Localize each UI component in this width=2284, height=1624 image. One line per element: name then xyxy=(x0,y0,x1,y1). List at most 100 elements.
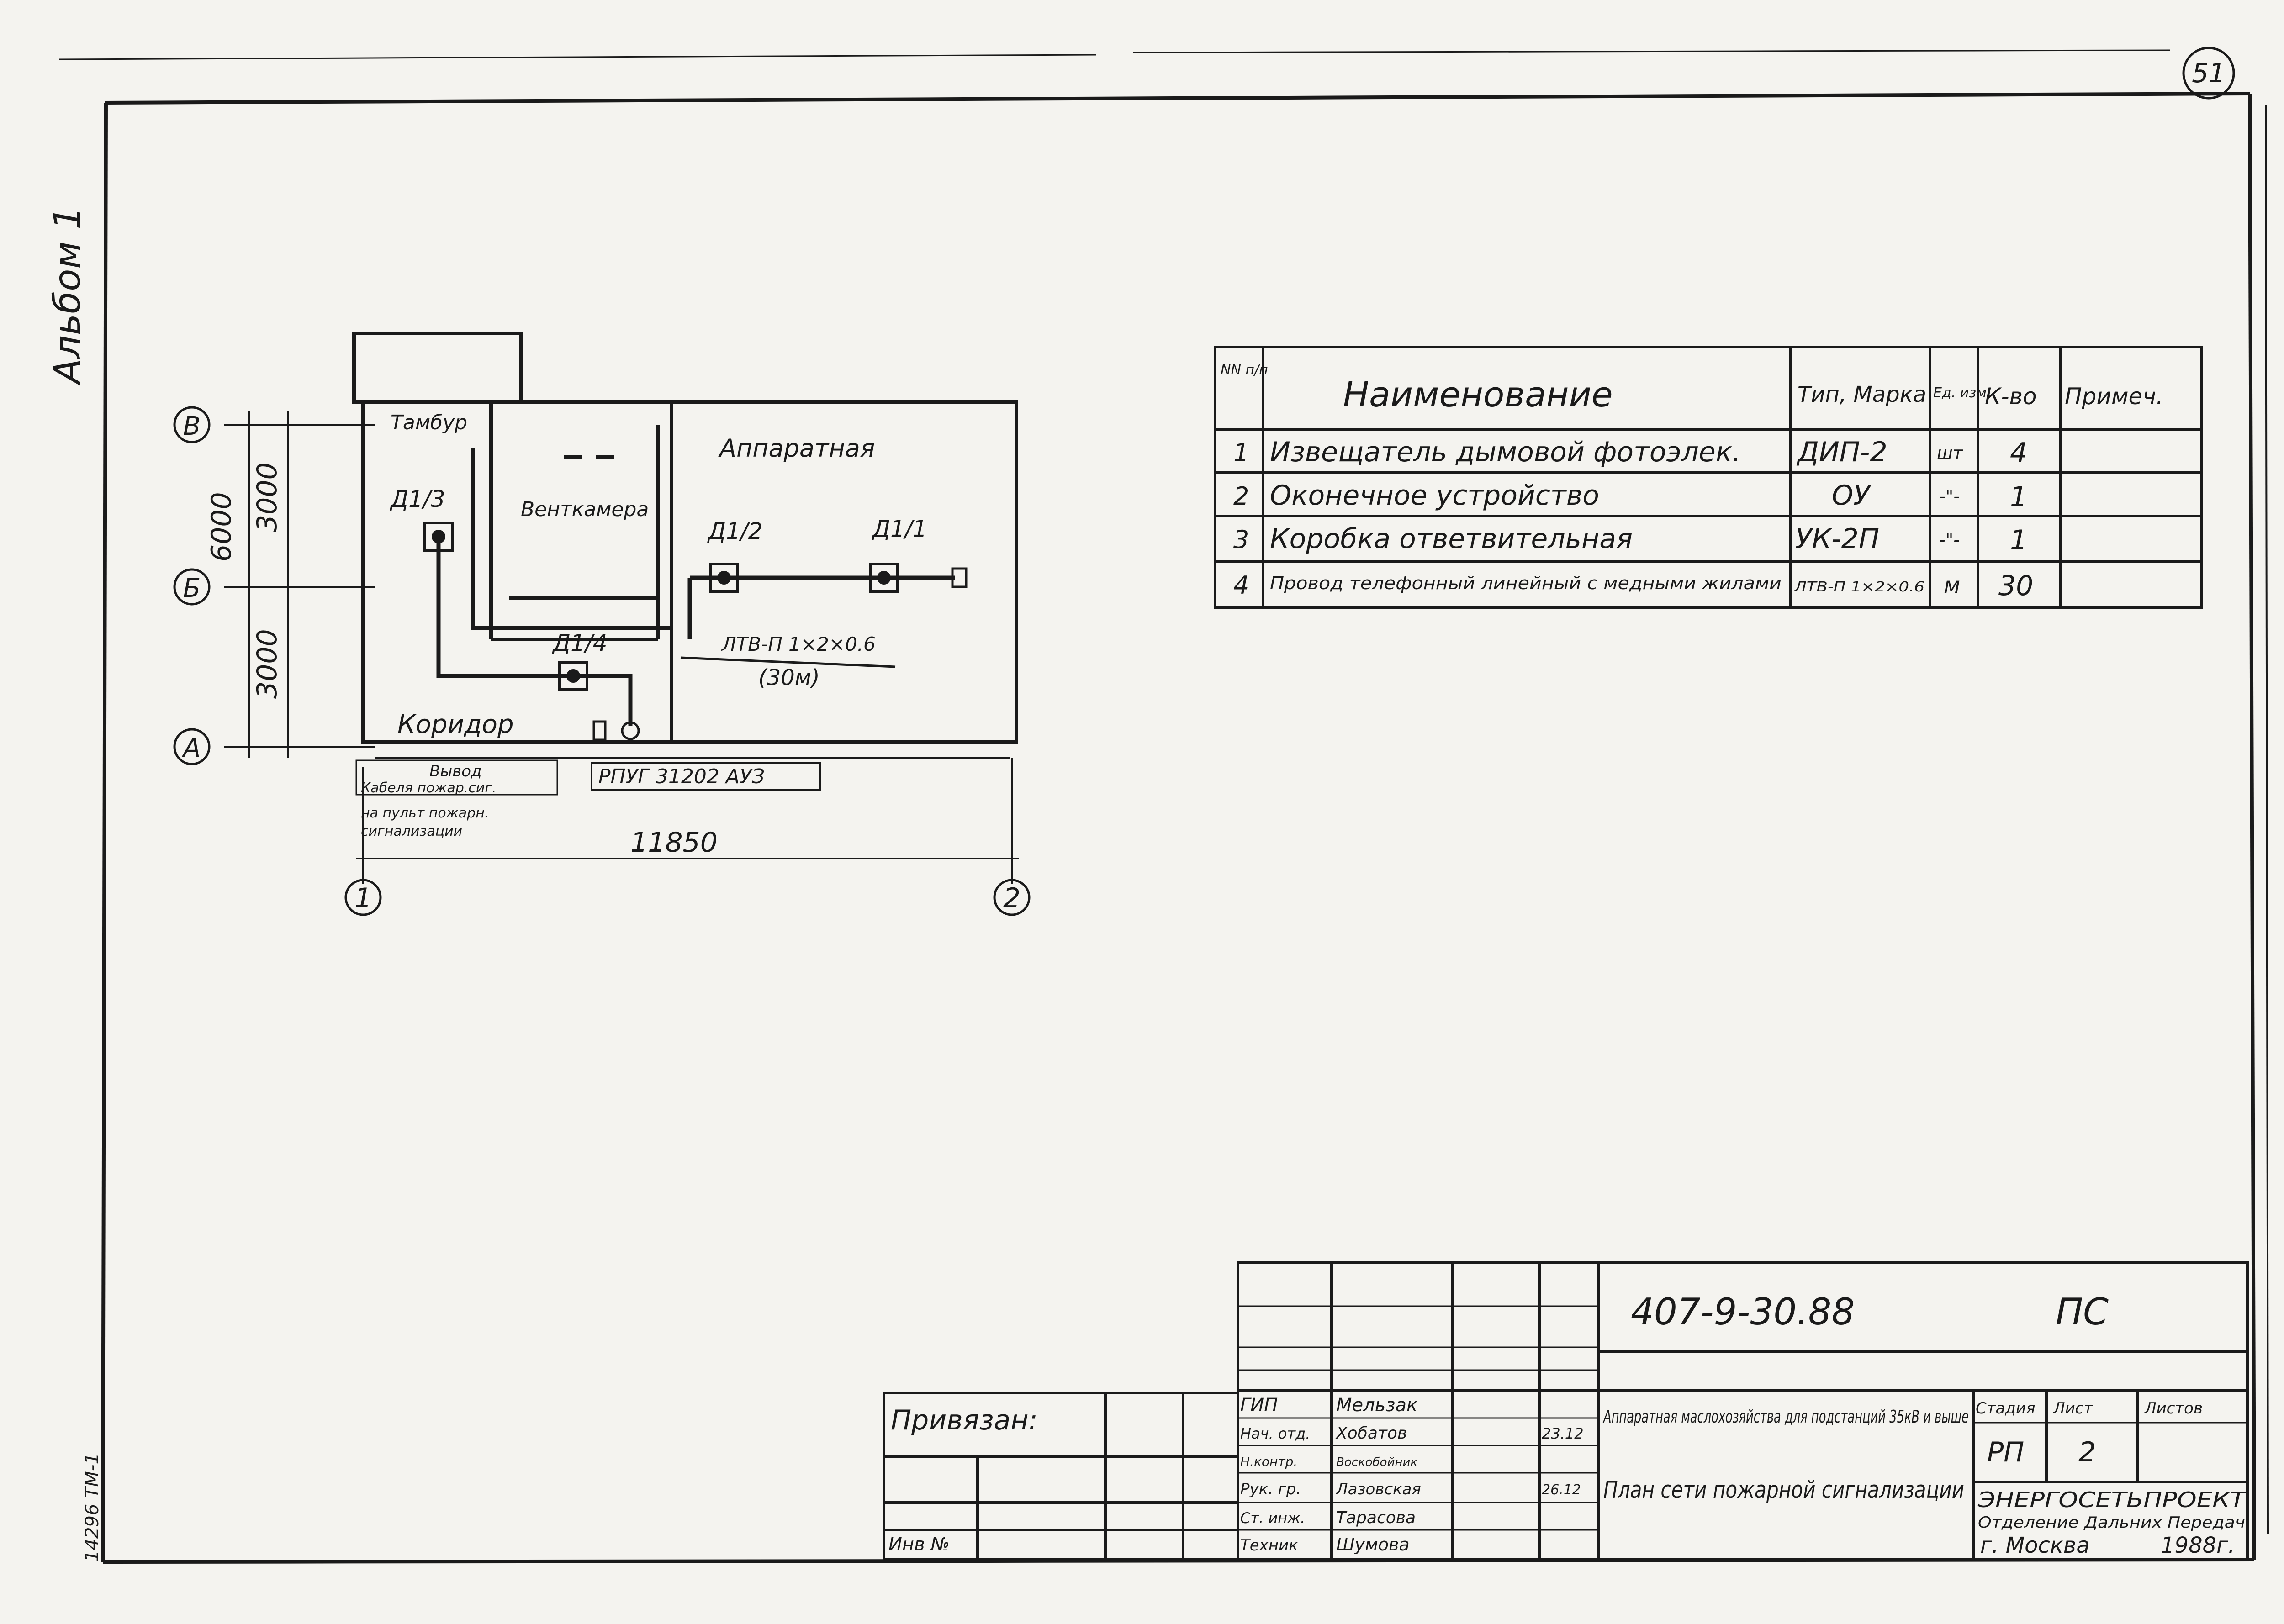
floor-plan xyxy=(173,332,1031,916)
col-name-header: Наименование xyxy=(1343,374,1613,415)
text-title-block-stage-value: РП xyxy=(1987,1436,2024,1468)
detector-label-d12: Д1/2 xyxy=(707,518,763,544)
dim-width: 11850 xyxy=(630,827,718,859)
row2-num: 2 xyxy=(1233,482,1249,511)
detector-d12 xyxy=(709,563,739,593)
room-ventkamera: Венткамера xyxy=(521,498,649,521)
text-title-block-roles-0-name: Мельзак xyxy=(1336,1395,1417,1416)
axis-markers xyxy=(173,406,1031,916)
col-num-header: NN п/п xyxy=(1221,362,1268,378)
axis-row-a xyxy=(173,728,211,765)
text-title-block-list-value: 2 xyxy=(2078,1436,2096,1468)
row4-name: Провод телефонный линейный с медными жил… xyxy=(1270,573,1782,593)
text-title-block-roles-1-name: Хобатов xyxy=(1335,1424,1407,1443)
cable-leader xyxy=(680,656,896,668)
output-title: Вывод xyxy=(429,762,482,780)
text-plan-axes-col-1: 1 xyxy=(354,882,372,914)
end-device xyxy=(951,567,968,588)
spec-table xyxy=(1214,346,2203,609)
detector-label-d11: Д1/1 xyxy=(872,516,927,542)
spec-table-text: NN п/п Наименование Тип, Марка Ед. изм. … xyxy=(1221,362,2163,602)
text-plan-axes-row-v: В xyxy=(183,411,201,441)
text-plan-axes-row-b: Б xyxy=(183,574,201,603)
output-line1: Кабеля пожар.сиг. xyxy=(361,780,497,796)
axis-row-v xyxy=(173,406,211,443)
row3-type: УК-2П xyxy=(1795,523,1879,555)
row3-qty: 1 xyxy=(2010,524,2027,556)
text-title-block-roles-5-role: Техник xyxy=(1240,1536,1298,1555)
cable-label: ЛТВ-П 1×2×0.6 xyxy=(721,633,876,655)
col-type-header: Тип, Марка xyxy=(1798,382,1926,407)
title-block xyxy=(883,1261,2249,1561)
privyazan-label: Привязан: xyxy=(891,1404,1038,1436)
plan-labels: В Б А 1 2 6000 3000 3000 11850 Тамбур Ве… xyxy=(182,411,1020,914)
detector-d13 xyxy=(423,522,454,552)
org-dept: Отделение Дальних Передач xyxy=(1978,1513,2245,1532)
row2-qty: 1 xyxy=(2010,481,2027,513)
text-title-block-roles-1-role: Нач. отд. xyxy=(1240,1425,1310,1442)
signal-wiring-main xyxy=(471,448,671,630)
row4-num: 4 xyxy=(1233,571,1249,600)
dim-total-height: 6000 xyxy=(206,492,238,562)
row4-qty: 30 xyxy=(1998,570,2033,602)
junction-box-round xyxy=(621,721,640,740)
corner-number-badge: 51 xyxy=(2182,47,2235,100)
drawing-mark: ПС xyxy=(2056,1291,2109,1333)
row1-num: 1 xyxy=(1233,438,1249,467)
axis-col-2 xyxy=(993,879,1031,916)
detector-d11 xyxy=(869,563,899,593)
text-title-block-roles-3-date: 26.12 xyxy=(1542,1482,1581,1498)
text-title-block-lists-label: Листов xyxy=(2144,1399,2203,1418)
row1-unit: шт xyxy=(1937,443,1964,463)
room-tambur: Тамбур xyxy=(391,411,467,434)
col-qty-header: К-во xyxy=(1985,383,2037,410)
project-title: Аппаратная маслохозяйства для подстанций… xyxy=(1602,1407,1969,1427)
sheet-title: План сети пожарной сигнализации xyxy=(1603,1476,1964,1504)
cable-length: (30м) xyxy=(758,665,820,691)
rpug-label: РПУГ 31202 АУЗ xyxy=(598,765,765,788)
text-title-block-roles-2-role: Н.контр. xyxy=(1240,1454,1297,1469)
row1-type: ДИП-2 xyxy=(1796,436,1887,468)
text-title-block-roles-2-name: Воскобойник xyxy=(1336,1455,1417,1469)
detector-label-d13: Д1/3 xyxy=(390,486,445,512)
drawing-code: 407-9-30.88 xyxy=(1631,1291,1855,1333)
output-line3: сигнализации xyxy=(361,823,462,839)
city: г. Москва xyxy=(1980,1533,2090,1558)
text-title-block-list-label: Лист xyxy=(2052,1399,2093,1418)
room-apparatnaya: Аппаратная xyxy=(718,434,875,463)
dim-upper: 3000 xyxy=(251,462,283,532)
title-block-text: 407-9-30.88 ПС Привязан: Инв № ГИП Мельз… xyxy=(888,1291,2247,1558)
text-title-block-roles-5-name: Шумова xyxy=(1336,1534,1410,1555)
output-line2: на пульт пожарн. xyxy=(361,805,489,821)
detector-label-d14: Д1/4 xyxy=(552,630,608,656)
row4-type: ЛТВ-П 1×2×0.6 xyxy=(1794,579,1924,595)
text-plan-axes-col-2: 2 xyxy=(1003,882,1020,914)
org-name: ЭНЕРГОСЕТЬПРОЕКТ xyxy=(1977,1487,2247,1512)
axis-row-b xyxy=(173,568,211,606)
text-title-block-roles-4-role: Ст. инж. xyxy=(1240,1509,1305,1527)
row3-name: Коробка ответвительная xyxy=(1270,523,1633,555)
dimension-lines xyxy=(224,411,1019,884)
detector-d14 xyxy=(558,661,588,691)
dim-lower: 3000 xyxy=(251,629,283,699)
text-title-block-roles-4-name: Тарасова xyxy=(1336,1508,1416,1527)
row1-name: Извещатель дымовой фотоэлек. xyxy=(1270,436,1741,468)
col-unit-header: Ед. изм. xyxy=(1933,385,1991,401)
text-title-block-roles-0-role: ГИП xyxy=(1240,1395,1278,1416)
junction-box xyxy=(592,720,607,741)
room-koridor: Коридор xyxy=(397,710,514,739)
album-label: Альбом 1 xyxy=(46,206,89,386)
row2-type: ОУ xyxy=(1832,480,1872,511)
axis-col-1 xyxy=(344,879,382,916)
row4-unit: м xyxy=(1944,573,1960,598)
year: 1988г. xyxy=(2161,1533,2235,1558)
col-note-header: Примеч. xyxy=(2065,383,2163,410)
text-title-block-roles-3-role: Рук. гр. xyxy=(1240,1480,1301,1498)
text-title-block-roles-1-date: 23.12 xyxy=(1542,1425,1584,1442)
text-plan-axes-row-a: А xyxy=(182,733,201,763)
output-box xyxy=(355,759,558,796)
side-stamp: 14296 ТМ-1 xyxy=(82,1453,103,1562)
text-title-block-stage-label: Стадия xyxy=(1976,1399,2035,1418)
row2-name: Оконечное устройство xyxy=(1270,480,1599,511)
